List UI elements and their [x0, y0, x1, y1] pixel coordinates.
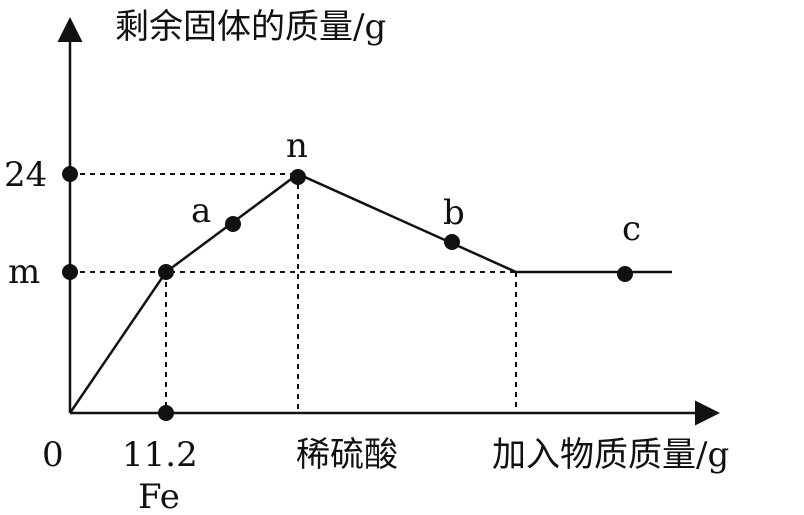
y-tick-24: 24 [4, 155, 47, 195]
point-label-a: a [191, 191, 211, 231]
origin-label: 0 [42, 435, 64, 475]
x-axis-dot-11-2 [158, 405, 174, 421]
segment-label-dilute-sulfuric-acid: 稀硫酸 [296, 435, 398, 475]
point-label-b: b [443, 193, 465, 233]
curve-dot-turn-m [158, 264, 174, 280]
point-b [444, 234, 460, 250]
y-axis-dot-m [62, 264, 78, 280]
point-n [290, 169, 306, 185]
x-tick-11-2: 11.2 [122, 435, 198, 475]
y-axis-title: 剩余固体的质量/g [115, 7, 386, 47]
x-tick-fe: Fe [138, 477, 180, 515]
mass-curve [68, 172, 672, 414]
point-c [617, 266, 633, 282]
y-tick-m: m [8, 252, 40, 292]
x-axis-title: 加入物质质量/g [492, 435, 729, 475]
point-label-c: c [622, 209, 641, 249]
point-a [225, 216, 241, 232]
y-axis-dot-24 [62, 166, 78, 182]
point-label-n: n [286, 126, 308, 166]
